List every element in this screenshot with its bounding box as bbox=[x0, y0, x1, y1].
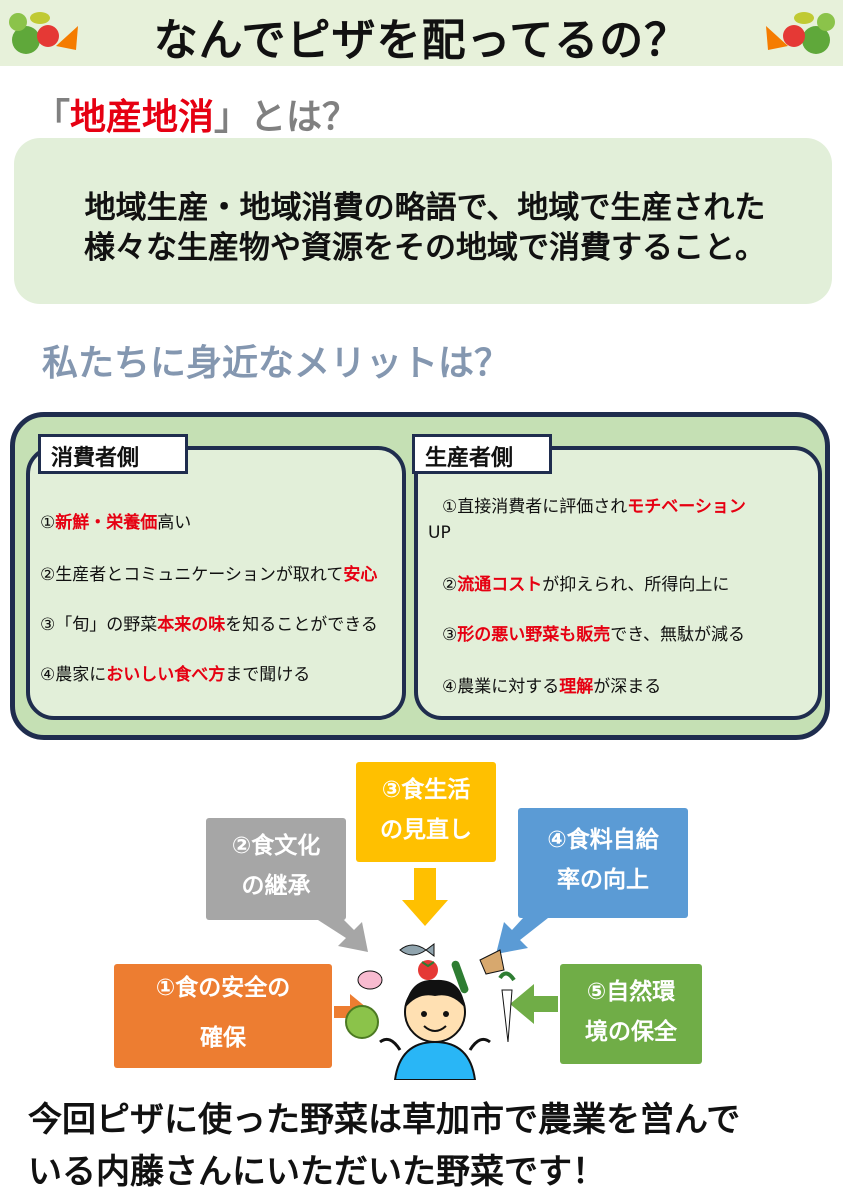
benefit-box-1: ①食の安全の確保 bbox=[114, 964, 332, 1068]
consumer-item: ④農家においしい食べ方まで聞ける bbox=[40, 665, 311, 685]
page-title: なんでピザを配ってるの？ bbox=[153, 15, 690, 66]
footer-text: 今回ピザに使った野菜は草加市で農業を営んで いる内藤さんにいただいた野菜です！ bbox=[28, 1100, 741, 1192]
producer-item: ②流通コストが抑えられ、所得向上に bbox=[442, 575, 730, 595]
benefit-box-4: ④食料自給率の向上 bbox=[518, 808, 688, 918]
definition-title: 「地産地消」とは？ bbox=[34, 97, 359, 138]
consumer-item: ②生産者とコミュニケーションが取れて安心 bbox=[40, 565, 378, 585]
definition-keyword: 地産地消 bbox=[70, 97, 215, 138]
arrow-down-icon bbox=[402, 868, 448, 926]
benefit-box-3: ③食生活の見直し bbox=[356, 762, 496, 862]
header-banner bbox=[0, 0, 843, 66]
producer-item: ①直接消費者に評価されモチベーション bbox=[442, 497, 746, 517]
consumer-item: ③「旬」の野菜本来の味を知ることができる bbox=[40, 615, 378, 635]
arrow-left-icon bbox=[510, 984, 558, 1024]
arrow-diagonal-icon bbox=[496, 906, 548, 954]
producer-label: 生産者側 bbox=[412, 434, 552, 474]
producer-item: ③形の悪い野菜も販売でき、無駄が減る bbox=[442, 625, 746, 645]
consumer-panel bbox=[26, 446, 406, 720]
producer-panel bbox=[414, 446, 822, 720]
vegetables-icon bbox=[9, 12, 78, 54]
producer-item: ④農業に対する理解が深まる bbox=[442, 677, 662, 697]
vegetables-icon bbox=[766, 12, 835, 54]
boy-with-vegetables-icon bbox=[345, 943, 516, 1080]
merits-title: 私たちに身近なメリットは？ bbox=[42, 343, 511, 384]
benefit-box-5: ⑤自然環境の保全 bbox=[560, 964, 702, 1064]
producer-item: UP bbox=[428, 523, 451, 543]
definition-box bbox=[14, 138, 832, 304]
consumer-item: ①新鮮・栄養価高い bbox=[40, 513, 192, 533]
benefit-box-2: ②食文化の継承 bbox=[206, 818, 346, 920]
consumer-label: 消費者側 bbox=[38, 434, 188, 474]
definition-text: 地域生産・地域消費の略語で、地域で生産された 様々な生産物や資源をその地域で消費… bbox=[84, 190, 766, 266]
